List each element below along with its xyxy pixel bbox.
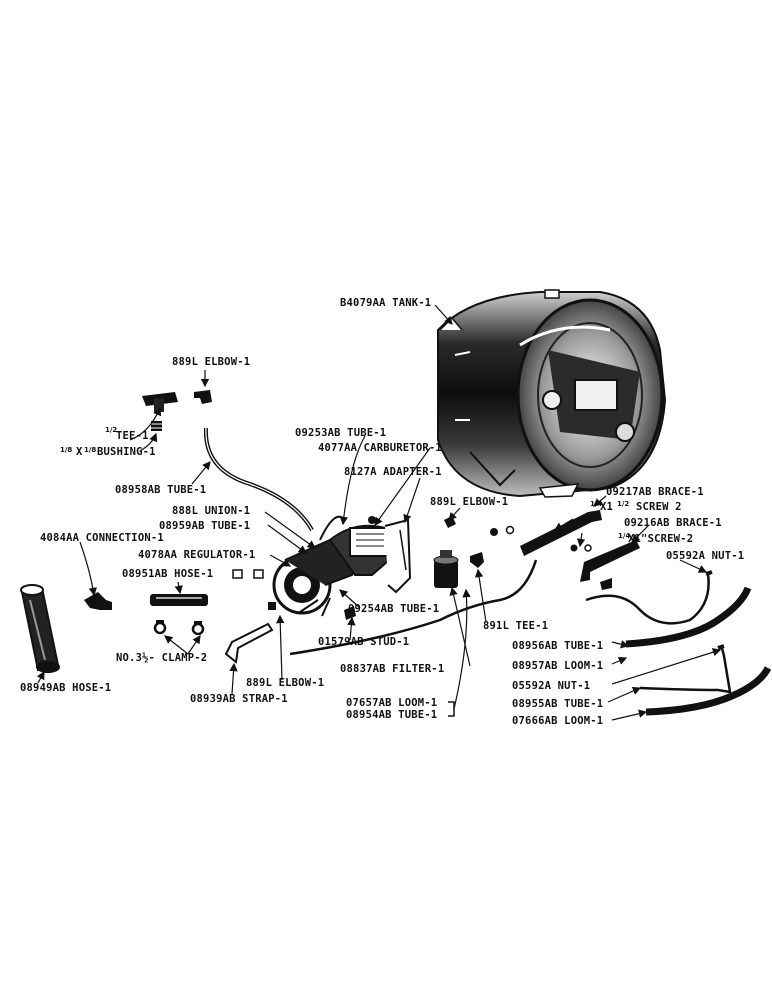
label-tube-09253: 09253AB TUBE-1: [295, 427, 387, 439]
label-bushing-fraction-a: 1/8: [60, 446, 73, 454]
strap: [224, 622, 274, 664]
label-tube-08959: 08959AB TUBE-1: [159, 520, 251, 532]
label-tube-08958: 08958AB TUBE-1: [115, 484, 207, 496]
label-carburetor: 4077AA CARBURETOR-1: [318, 442, 442, 454]
label-bushing-x: X: [76, 446, 83, 458]
label-loom-08957: 08957AB LOOM-1: [512, 660, 604, 672]
label-adapter: 8127A ADAPTER-1: [344, 466, 442, 478]
label-screw-2a-fraction: 1/4: [590, 500, 603, 508]
elbow-fitting-top: [194, 390, 212, 404]
brace-09216: [570, 540, 640, 590]
brace-09217: [490, 510, 602, 556]
label-tank: B4079AA TANK-1: [340, 297, 432, 309]
label-regulator: 4078AA REGULATOR-1: [138, 549, 256, 561]
label-filter: 08837AB FILTER-1: [340, 663, 445, 675]
label-elbow-mid: 889L ELBOW-1: [430, 496, 509, 508]
label-tube-08956: 08956AB TUBE-1: [512, 640, 604, 652]
label-union: 888L UNION-1: [172, 505, 251, 517]
tee-891: [470, 552, 484, 568]
regulator-carburetor-assembly: [268, 515, 412, 617]
hose-clamps: [153, 620, 205, 636]
hose-08951: [150, 594, 208, 606]
tube-08955: [639, 644, 732, 694]
label-screw-2a-fraction-b: 1/2: [617, 500, 630, 508]
tee-fitting: [142, 392, 178, 412]
loom-07666: [645, 666, 772, 716]
label-elbow-low: 889L ELBOW-1: [246, 677, 325, 689]
label-screw-2b-fraction: 1/4: [618, 532, 631, 540]
label-nut-05592-top: 05592A NUT-1: [666, 550, 745, 562]
filter: [433, 550, 459, 588]
label-elbow-top: 889L ELBOW-1: [172, 356, 251, 368]
stud: [344, 606, 356, 620]
loom-08957: [625, 586, 752, 648]
label-clamp: NO.3½- CLAMP-2: [116, 652, 208, 664]
label-screw-2a-rest: SCREW 2: [636, 501, 682, 513]
label-nut-05592-low: 05592A NUT-1: [512, 680, 591, 692]
label-hose-08949: 08949AB HOSE-1: [20, 682, 112, 694]
elbow-fitting-mid: [444, 516, 456, 528]
bushing: [151, 421, 162, 431]
label-bushing: BUSHING-1: [97, 446, 156, 458]
tank: [437, 289, 667, 498]
label-tee: TEE-1: [116, 430, 149, 442]
label-brace-09217: 09217AB BRACE-1: [606, 486, 704, 498]
label-tee-891: 891L TEE-1: [483, 620, 549, 632]
label-screw-2b: X1"SCREW-2: [628, 533, 694, 545]
label-screw-2a: X1: [600, 501, 614, 513]
label-hose-08951: 08951AB HOSE-1: [122, 568, 214, 580]
label-strap: 08939AB STRAP-1: [190, 693, 288, 705]
label-tee-fraction: 1/2: [105, 426, 118, 434]
hose-08949: [20, 584, 60, 673]
leader-lines: [36, 304, 722, 721]
label-tube-08954: 08954AB TUBE-1: [346, 709, 438, 721]
tube-08956-line: [585, 573, 710, 625]
label-connection: 4084AA CONNECTION-1: [40, 532, 164, 544]
label-loom-07666: 07666AB LOOM-1: [512, 715, 604, 727]
label-tube-09254: 09254AB TUBE-1: [348, 603, 440, 615]
label-loom-07657: 07657AB LOOM-1: [346, 697, 438, 709]
small-nuts: [232, 569, 264, 579]
label-tube-08955: 08955AB TUBE-1: [512, 698, 604, 710]
label-bushing-fraction-b: 1/8: [84, 446, 97, 454]
tube-09254: [289, 559, 538, 656]
label-brace-09216: 09216AB BRACE-1: [624, 517, 722, 529]
label-stud: 01579AB STUD-1: [318, 636, 410, 648]
connection-fitting: [84, 592, 112, 610]
